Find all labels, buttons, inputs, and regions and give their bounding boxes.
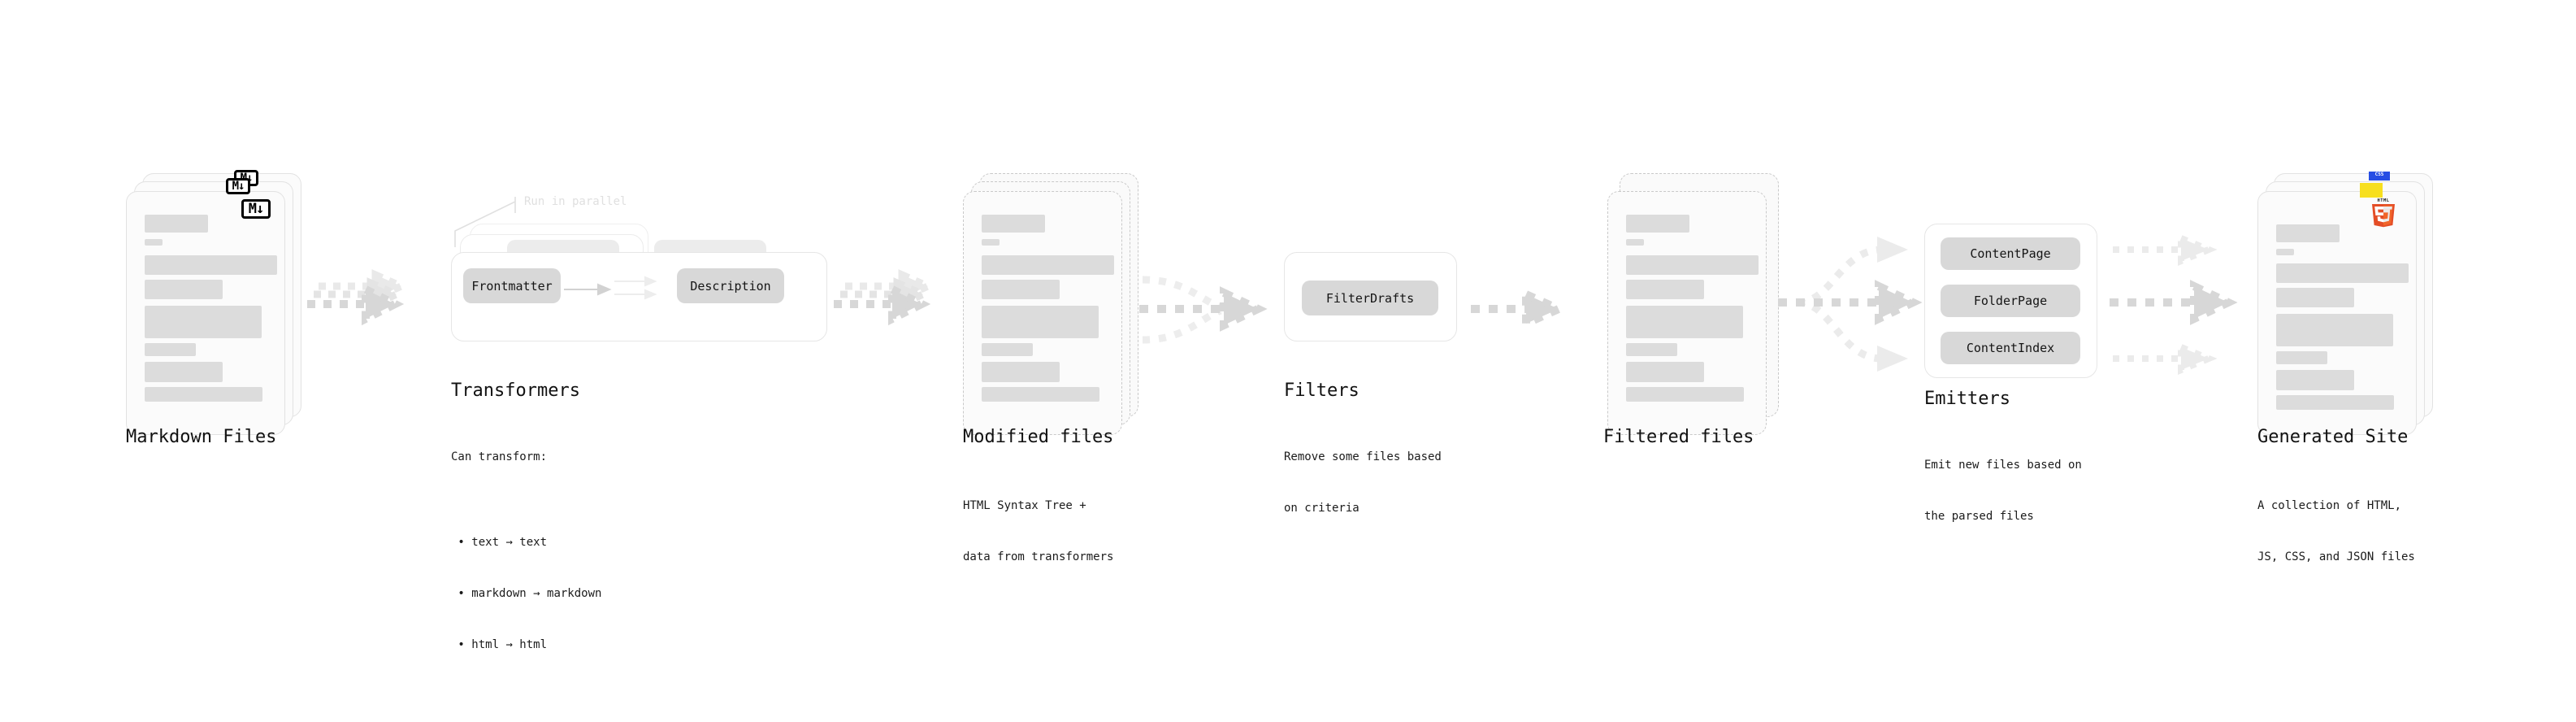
modified-files-description: HTML Syntax Tree + data from transformer… (963, 463, 1113, 600)
skeleton-bar (1626, 306, 1743, 338)
skeleton-bar (982, 280, 1060, 299)
transformer-internal-arrow (564, 283, 612, 296)
emitter-node-contentpage[interactable]: ContentPage (1941, 237, 2080, 270)
connector-transformers-to-modified (834, 269, 938, 326)
stage-title-generated-site: Generated Site (2257, 427, 2409, 447)
skeleton-bar (145, 255, 277, 275)
filters-description-line: Remove some files based (1284, 450, 1442, 463)
skeleton-bar (145, 387, 262, 402)
transformer-node-label: Description (690, 278, 771, 294)
markdown-badge-glyph: M↓ (248, 200, 265, 217)
filters-description: Remove some files based on criteria (1284, 415, 1442, 551)
skeleton-bar (1626, 215, 1689, 233)
list-item-label: text → text (471, 536, 548, 549)
markdown-badge: M↓ (241, 199, 271, 219)
skeleton-bar (2276, 224, 2340, 242)
skeleton-bar (982, 306, 1099, 338)
connector-markdown-to-transformers (307, 269, 411, 326)
emitters-description-line: Emit new files based on (1924, 459, 2082, 472)
skeleton-bar (2276, 351, 2327, 364)
generated-site-description: A collection of HTML, JS, CSS, and JSON … (2257, 463, 2415, 600)
list-item: • html → html (451, 638, 548, 651)
skeleton-bar (982, 239, 1000, 246)
stage-title-transformers: Transformers (451, 381, 580, 401)
skeleton-bar (982, 215, 1045, 233)
list-item-label: html → html (471, 638, 548, 651)
svg-text:HTML: HTML (2378, 198, 2390, 203)
list-item: • text → text (451, 536, 548, 549)
modified-files-description-line: data from transformers (963, 550, 1114, 563)
stage-title-modified-files: Modified files (963, 427, 1114, 447)
skeleton-bar (982, 362, 1060, 382)
skeleton-bar (982, 255, 1114, 275)
generated-site-description-line: JS, CSS, and JSON files (2257, 550, 2415, 563)
emitter-node-label: ContentPage (1970, 246, 2051, 261)
run-in-parallel-label: Run in parallel (524, 195, 627, 208)
list-item: • markdown → markdown (451, 587, 602, 600)
filter-node-filterdrafts[interactable]: FilterDrafts (1302, 281, 1438, 315)
emitter-node-folderpage[interactable]: FolderPage (1941, 285, 2080, 317)
skeleton-bar (2276, 395, 2394, 410)
transformers-bullet-list: • text → text • markdown → markdown • ht… (451, 500, 601, 688)
skeleton-bar (2276, 314, 2393, 346)
stage-title-filtered-files: Filtered files (1603, 427, 1754, 447)
emitter-node-contentindex[interactable]: ContentIndex (1941, 332, 2080, 364)
skeleton-bar (1626, 280, 1704, 299)
skeleton-bar (145, 306, 262, 338)
js-badge (2360, 183, 2383, 198)
css3-badge-label: CSS (2374, 172, 2384, 177)
skeleton-bar (1626, 362, 1704, 382)
markdown-badge-middle: M↓ (226, 178, 250, 194)
stage-title-markdown-files: Markdown Files (126, 427, 277, 447)
connector-emitters-to-site (2110, 233, 2238, 375)
skeleton-bar (2276, 249, 2294, 255)
transformer-node-description[interactable]: Description (677, 268, 784, 303)
transformers-description-line: Can transform: (451, 450, 548, 463)
skeleton-bar (982, 343, 1033, 356)
list-item-label: markdown → markdown (471, 587, 602, 600)
modified-card-front (963, 191, 1122, 435)
generated-site-description-line: A collection of HTML, (2257, 499, 2402, 512)
markdown-card-front (126, 191, 285, 435)
skeleton-bar (145, 280, 223, 299)
connector-modified-to-filters (1139, 276, 1268, 344)
skeleton-bar (1626, 343, 1677, 356)
transformer-node-label: Frontmatter (471, 278, 553, 294)
emitters-description: Emit new files based on the parsed files (1924, 423, 2082, 559)
emitter-node-label: ContentIndex (1966, 341, 2055, 355)
skeleton-bar (2276, 370, 2354, 390)
skeleton-bar (982, 387, 1099, 402)
skeleton-bar (1626, 255, 1759, 275)
html5-badge-icon: HTML (2372, 198, 2395, 228)
site-card-front (2257, 191, 2417, 435)
transformer-node-frontmatter[interactable]: Frontmatter (463, 268, 561, 303)
filtered-card-front (1607, 191, 1767, 435)
transformer-internal-arrows-ghost (614, 276, 657, 300)
transformers-description: Can transform: • text → text • markdown … (451, 415, 601, 722)
filter-node-label: FilterDrafts (1325, 290, 1415, 306)
skeleton-bar (145, 239, 163, 246)
skeleton-bar (145, 215, 208, 233)
emitters-description-line: the parsed files (1924, 510, 2034, 523)
connector-filters-to-filtered (1471, 288, 1569, 330)
modified-files-description-line: HTML Syntax Tree + (963, 499, 1086, 512)
filters-description-line: on criteria (1284, 502, 1360, 515)
skeleton-bar (2276, 288, 2354, 307)
skeleton-bar (2276, 263, 2409, 283)
stage-title-filters: Filters (1284, 381, 1360, 401)
css3-badge: CSS (2369, 172, 2390, 180)
skeleton-bar (145, 362, 223, 382)
skeleton-bar (1626, 387, 1744, 402)
skeleton-bar (145, 343, 196, 356)
stage-title-emitters: Emitters (1924, 389, 2010, 409)
run-in-parallel-bracket (454, 197, 516, 247)
markdown-badge-glyph: M↓ (232, 180, 245, 193)
emitter-node-label: FolderPage (1973, 294, 2048, 308)
connector-filtered-to-emitters (1778, 237, 1923, 372)
skeleton-bar (1626, 239, 1644, 246)
html5-badge: HTML (2370, 196, 2397, 228)
